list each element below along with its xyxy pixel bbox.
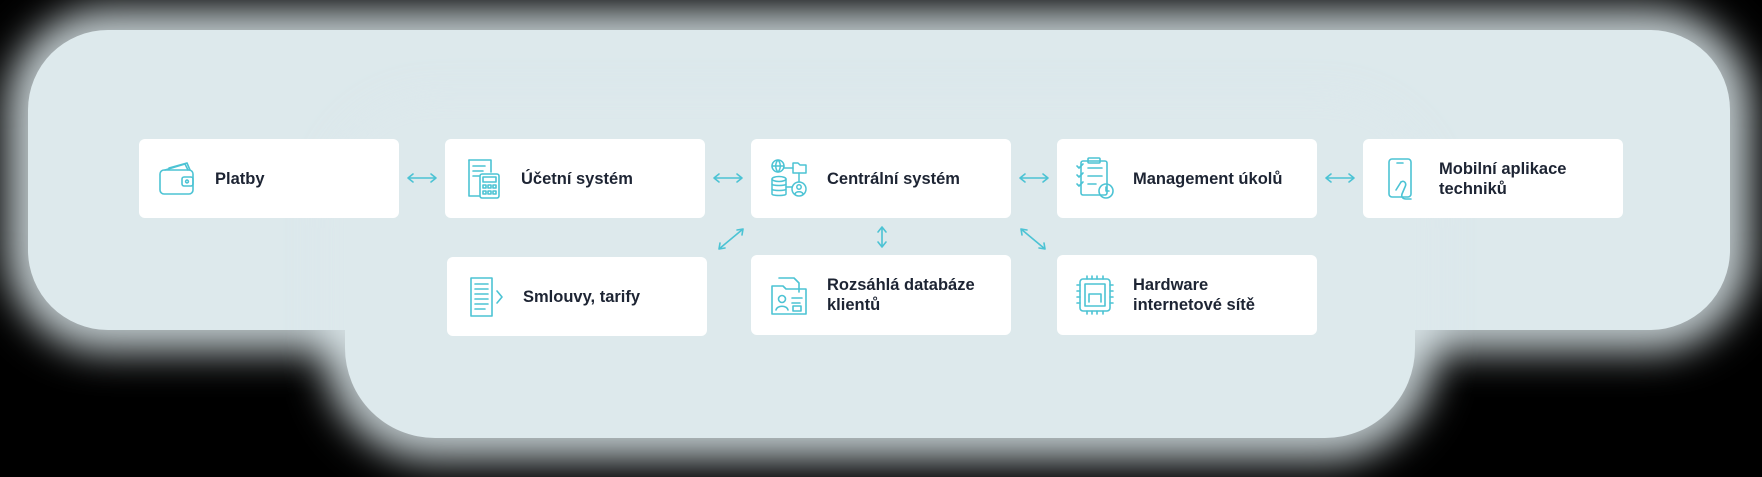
document-list-icon (465, 274, 505, 320)
connector-ucetni-centralni (713, 173, 743, 183)
connector-management-mobilni (1325, 173, 1355, 183)
database-network-icon (769, 156, 809, 202)
connector-centralni-databaze (877, 226, 887, 248)
node-label: Platby (215, 169, 265, 188)
wallet-icon (157, 156, 197, 202)
chip-icon (1075, 272, 1115, 318)
node-label: Rozsáhlá databáze klientů (827, 276, 975, 314)
connector-centralni-hardware (1020, 228, 1046, 250)
calculator-document-icon (463, 156, 503, 202)
mobile-phone-icon (1381, 156, 1421, 202)
node-label: Centrální systém (827, 169, 960, 188)
node-management-ukolu: Management úkolů (1057, 139, 1317, 218)
connector-platby-ucetni (407, 173, 437, 183)
node-platby: Platby (139, 139, 399, 218)
node-hardware: Hardware internetové sítě (1057, 255, 1317, 335)
node-centralni-system: Centrální systém (751, 139, 1011, 218)
connector-centralni-smlouvy (718, 228, 744, 250)
node-ucetni-system: Účetní systém (445, 139, 705, 218)
task-checklist-icon (1075, 156, 1115, 202)
node-rozsahla-databaze: Rozsáhlá databáze klientů (751, 255, 1011, 335)
node-label: Mobilní aplikace techniků (1439, 159, 1567, 198)
node-smlouvy-tarify: Smlouvy, tarify (447, 257, 707, 336)
connector-centralni-management (1019, 173, 1049, 183)
node-label: Smlouvy, tarify (523, 287, 641, 306)
client-folder-icon (769, 272, 809, 318)
node-label: Hardware internetové sítě (1133, 276, 1255, 314)
node-label: Účetní systém (521, 169, 633, 188)
node-label: Management úkolů (1133, 169, 1283, 188)
node-mobilni-aplikace: Mobilní aplikace techniků (1363, 139, 1623, 218)
